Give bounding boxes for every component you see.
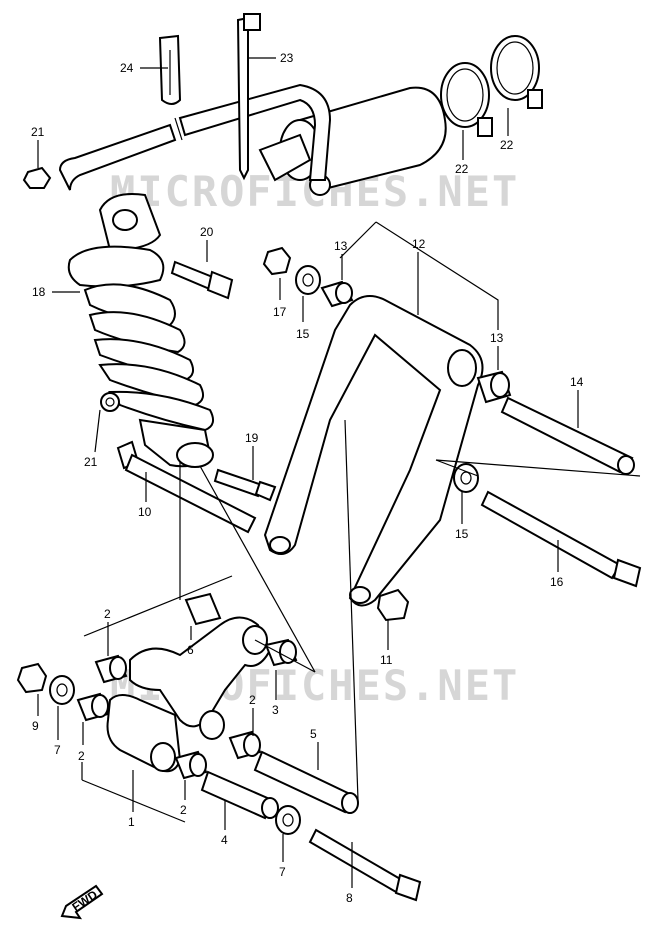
bearing-13-right (476, 370, 512, 404)
callout-14: 14 (570, 375, 584, 389)
bearing-13-top (320, 280, 354, 308)
bearing-2-a (94, 654, 128, 684)
fwd-arrow-icon: FWD (60, 884, 104, 920)
cable-tie (236, 13, 261, 181)
bolt-16 (480, 490, 642, 588)
washer-7-right (275, 805, 301, 835)
callout-3: 3 (272, 703, 279, 717)
collar-6 (184, 592, 222, 626)
callout-6: 6 (187, 643, 194, 657)
cushion-rod-1 (106, 616, 272, 773)
callout-22-right: 22 (500, 138, 514, 152)
callout-24: 24 (120, 61, 134, 75)
assembly-lines (81, 221, 641, 823)
bolt-10 (116, 440, 257, 534)
nut-9 (16, 662, 48, 694)
nut-17 (262, 246, 292, 276)
rear-shock-absorber (67, 193, 215, 468)
callout-23: 23 (280, 51, 294, 65)
bearing-2-b (76, 692, 110, 722)
nut-21-mid (100, 392, 120, 412)
callout-21-top: 21 (31, 125, 45, 139)
callout-2-b: 2 (78, 749, 85, 763)
callout-2-c: 2 (249, 693, 256, 707)
bolt-8 (308, 828, 422, 902)
cushion-lever-12 (263, 295, 484, 607)
washer-15-top (295, 265, 321, 295)
callout-9: 9 (32, 719, 39, 733)
callout-13-top: 13 (334, 239, 348, 253)
callout-10: 10 (138, 505, 152, 519)
callout-17: 17 (273, 305, 287, 319)
callout-12: 12 (412, 237, 426, 251)
callout-2-d: 2 (180, 803, 187, 817)
callout-16: 16 (550, 575, 564, 589)
callout-21-mid: 21 (84, 455, 98, 469)
hose-clamp-right (490, 35, 543, 109)
callout-20: 20 (200, 225, 214, 239)
leader-lines (37, 57, 579, 888)
callout-11: 11 (380, 653, 393, 667)
callout-7-left: 7 (54, 743, 61, 757)
callout-13-right: 13 (490, 331, 504, 345)
collar-5 (253, 750, 359, 814)
callout-8: 8 (346, 891, 353, 905)
callout-15-top: 15 (296, 327, 310, 341)
callout-2-a: 2 (104, 607, 111, 621)
callout-numbers: 24 23 21 22 22 20 13 12 18 17 15 13 14 2… (31, 51, 584, 905)
callout-5: 5 (310, 727, 317, 741)
collar-4 (200, 770, 279, 820)
callout-15-right: 15 (455, 527, 469, 541)
callout-1: 1 (128, 815, 135, 829)
callout-18: 18 (32, 285, 46, 299)
hose-bracket (158, 34, 182, 105)
hose-clamp-left (440, 62, 493, 137)
bearing-3 (264, 638, 298, 667)
callout-22-left: 22 (455, 162, 469, 176)
shock-reservoir (258, 86, 447, 196)
bolt-20 (170, 260, 234, 300)
callout-7-right: 7 (279, 865, 286, 879)
bearing-2-d (174, 750, 208, 780)
callout-19: 19 (245, 431, 259, 445)
washer-15-right (453, 463, 479, 493)
collar-14 (500, 396, 635, 475)
callout-4: 4 (221, 833, 228, 847)
bearing-2-c (228, 730, 262, 760)
bolt-19 (213, 468, 277, 502)
nut-11 (376, 588, 410, 622)
reservoir-hose (58, 83, 332, 191)
washer-7-left (49, 675, 75, 705)
nut-21-top (22, 166, 52, 189)
